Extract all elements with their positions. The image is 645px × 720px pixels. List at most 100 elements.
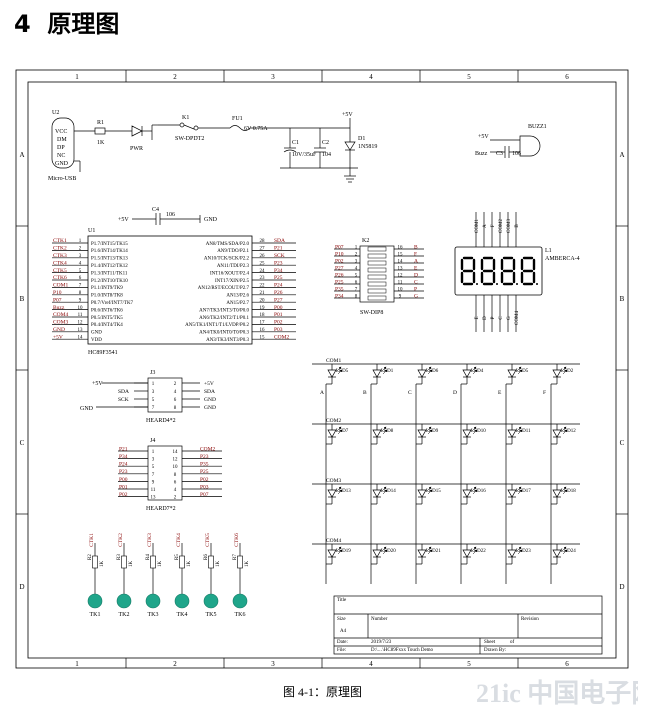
- dip-switch: [367, 267, 387, 273]
- buzzer-labels: +5V BUZZ1 Buzz C3 106: [475, 124, 547, 157]
- touch-pad: [145, 593, 161, 609]
- dip-right-net: G: [414, 293, 418, 299]
- mcu-right-func: AN5/TK1/INT1/T1/LVDP/P0.2: [185, 323, 249, 328]
- pwr-led-label: PWR: [130, 146, 143, 152]
- led-ray: [336, 486, 342, 492]
- dip-right-pin: 15: [398, 252, 404, 257]
- j3-left-net: SCK: [118, 397, 129, 403]
- tb-size: A4: [340, 629, 347, 634]
- mcu-left-pin: 12: [78, 321, 84, 326]
- led-diode: [507, 429, 517, 438]
- touch-pad-label: TK6: [235, 612, 246, 618]
- led-diode: [507, 549, 517, 558]
- j4-left-pin: 7: [152, 473, 155, 478]
- j4-name: HEARD7*2: [146, 506, 176, 512]
- mcu-left-pin: 4: [79, 261, 82, 266]
- usb-pin-gnd: GND: [55, 161, 69, 167]
- mcu-decoupling: [132, 213, 201, 225]
- led-ray: [472, 489, 478, 495]
- led-row-com: COM2: [326, 418, 342, 424]
- led-ray: [561, 366, 567, 372]
- mcu-vcc: +5V: [118, 217, 129, 223]
- j4-left-pin: 11: [151, 488, 156, 493]
- j4-right-net: P25: [200, 469, 209, 475]
- display-top-pin: COM2: [499, 219, 504, 233]
- led-ray: [337, 369, 343, 375]
- led-ray: [336, 426, 342, 432]
- mcu-right-func: AN9/TDO/P2.1: [217, 249, 249, 254]
- led-col-label: E: [498, 390, 502, 396]
- dip-right-pin: 16: [398, 245, 404, 250]
- led-col-label: D: [453, 390, 457, 396]
- display-digits: [460, 256, 538, 286]
- j3-right-pin: 2: [174, 382, 177, 387]
- led-ray: [337, 429, 343, 435]
- touch-net: CTK1: [89, 533, 95, 547]
- c1-ref: C1: [292, 140, 299, 146]
- led-ray: [561, 426, 567, 432]
- j4-right-pin: 12: [173, 458, 179, 463]
- led-label: LED11: [516, 429, 531, 434]
- touch-pad-label: TK2: [119, 612, 130, 618]
- mcu-right-pin: 25: [260, 261, 266, 266]
- display-name: AMBERCA-4: [545, 256, 580, 262]
- mcu-left-func: VDD: [91, 338, 102, 343]
- led-diode: [417, 489, 427, 498]
- title-block-labels: Title Size A4 Number Revision Date: 2019…: [337, 598, 539, 653]
- dip-right-net: D: [414, 272, 418, 278]
- mcu-left-pin: 7: [79, 284, 82, 289]
- touch-pad: [87, 593, 103, 609]
- touch-res-ref: R6: [204, 554, 209, 560]
- led-label: LED2: [561, 369, 574, 374]
- led-row-com: COM1: [326, 358, 342, 364]
- mcu-left-pin: 9: [79, 298, 82, 303]
- led-ray: [336, 546, 342, 552]
- dip-right-pin: 11: [398, 280, 403, 285]
- mcu-right-pin: 22: [260, 284, 266, 289]
- mcu-right-func: AN15/P2.7: [226, 301, 249, 306]
- led-ray: [426, 366, 432, 372]
- mcu-left-func: P0.7/Vref/INT7/TK7: [91, 301, 134, 306]
- dip-left-pin: 1: [355, 245, 358, 250]
- mcu-left-net: P10: [53, 290, 62, 296]
- mcu-right-net: P26: [274, 290, 283, 296]
- mcu-left-net: CTK4: [53, 260, 67, 266]
- fuse-value: 6V 0.75A: [244, 126, 268, 132]
- j4-right-net: P03: [200, 484, 209, 490]
- led-ray: [471, 366, 477, 372]
- mcu-decoupling-labels: +5V C4 106 GND: [118, 207, 218, 223]
- frame-col-bottom-5: 6: [565, 660, 569, 668]
- touch-res-ref: R7: [233, 554, 238, 560]
- j4-right-net: P07: [200, 492, 209, 498]
- display-bottom-pin: G: [507, 316, 512, 320]
- frame-col-bottom-1: 2: [173, 660, 177, 668]
- j4-right-pin: 14: [173, 450, 179, 455]
- touch-resistor: [179, 555, 185, 569]
- touch-keys: CTK1R21KTK1CTK2R31KTK2CTK3R41KTK3CTK4R51…: [87, 533, 250, 618]
- led-label: LED5: [336, 369, 349, 374]
- led-label: LED17: [516, 489, 531, 494]
- mcu-right-net: P25: [274, 275, 283, 281]
- dip-left-net: P34: [335, 293, 344, 299]
- dip-switch: [367, 288, 387, 294]
- led-label: LED23: [516, 549, 531, 554]
- tb-title: Title: [337, 598, 347, 603]
- led-label: LED10: [471, 429, 486, 434]
- mcu-right-func: AN8/TMS/SDA/P2.0: [206, 242, 250, 247]
- j3-left-pin: 3: [152, 390, 155, 395]
- mcu-right-net: P27: [274, 297, 283, 303]
- frame-col-bottom-2: 3: [271, 660, 275, 668]
- usb-ref: U2: [52, 110, 59, 116]
- led-ray: [472, 549, 478, 555]
- led-label: LED16: [471, 489, 486, 494]
- dip-right-net: A: [414, 258, 418, 264]
- buzzer-vcc: +5V: [478, 134, 489, 140]
- led-diode: [372, 489, 382, 498]
- mcu-right-func: AN10/TCK/SCK/P2.2: [204, 257, 250, 262]
- dip-right-net: P: [414, 286, 417, 292]
